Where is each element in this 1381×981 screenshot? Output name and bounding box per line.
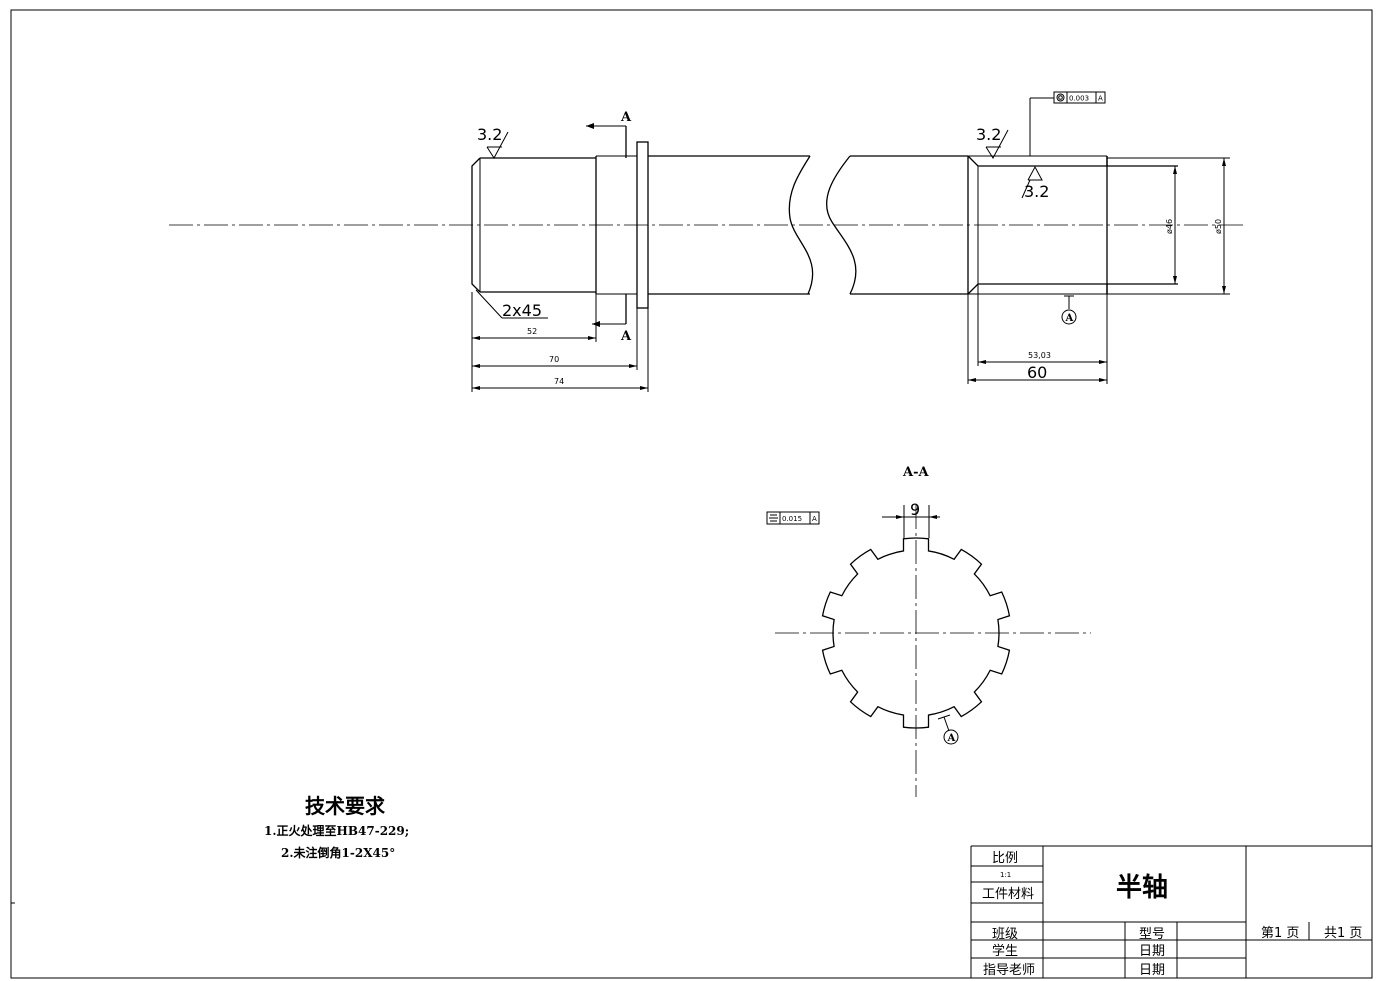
part-name: 半轴 — [1116, 873, 1168, 903]
dimension-74: 74 — [472, 308, 649, 392]
roughness-right-value: 3.2 — [976, 125, 1001, 144]
dimension-52: 52 — [471, 292, 597, 392]
requirement-item-2: 2.未注倒角1-2X45° — [281, 845, 395, 860]
sheet-total: 共1 页 — [1324, 926, 1362, 941]
dimension-5303-label: 53,03 — [1028, 351, 1051, 360]
dimension-60: 60 — [967, 294, 1107, 384]
dimension-52-label: 52 — [527, 327, 537, 336]
title-block: 比例 1:1 工件材料 半轴 班级 学生 指导老师 型号 日期 日期 第1 页 … — [970, 845, 1372, 978]
section-letter-bottom: A — [620, 329, 632, 344]
scale-label: 比例 — [992, 851, 1018, 866]
sheet-border — [10, 9, 1373, 979]
datum-symbol-section: A — [937, 714, 959, 745]
dimension-70-label: 70 — [549, 355, 559, 364]
teacher-label: 指导老师 — [983, 963, 1035, 978]
requirements-title: 技术要求 — [305, 794, 386, 818]
model-label: 型号 — [1139, 927, 1165, 942]
requirement-item-1: 1.正火处理至HB47-229; — [264, 823, 409, 838]
scale-value: 1:1 — [1000, 871, 1011, 879]
material-label: 工件材料 — [982, 887, 1034, 902]
concentricity-icon — [1056, 93, 1065, 102]
sheet-number: 第1 页 — [1261, 926, 1299, 941]
roughness-inner-value: 3.2 — [1024, 182, 1049, 201]
dimension-70: 70 — [472, 308, 638, 370]
spline-section — [775, 505, 1091, 797]
tolerance-section-value: 0.015 — [782, 515, 802, 523]
symmetry-icon — [769, 514, 778, 522]
section-mark-bottom: A — [592, 294, 632, 344]
technical-requirements: 技术要求 1.正火处理至HB47-229; 2.未注倒角1-2X45° — [264, 794, 409, 860]
section-letter-top: A — [620, 110, 632, 125]
section-title: A-A — [902, 465, 929, 480]
date-label-1: 日期 — [1139, 944, 1165, 959]
dimension-d46: ø46 — [1165, 166, 1177, 284]
chamfer-label: 2x45 — [502, 301, 542, 320]
datum-letter-shaft: A — [1065, 313, 1074, 324]
dimension-d50: ø50 — [1214, 158, 1226, 294]
datum-symbol-shaft: A — [1061, 295, 1077, 325]
roughness-symbol-right: 3.2 — [976, 125, 1009, 159]
roughness-left-value: 3.2 — [477, 125, 502, 144]
date-label-2: 日期 — [1139, 963, 1165, 978]
tolerance-top-value: 0.003 — [1069, 95, 1089, 103]
chamfer-callout: 2x45 — [475, 289, 548, 320]
dimension-9-label: 9 — [910, 500, 920, 519]
tolerance-frame-top: 0.003 A — [1029, 91, 1106, 156]
dimension-d50-label: ø50 — [1214, 219, 1223, 234]
roughness-symbol-inner: 3.2 — [1021, 165, 1049, 201]
spline-profile — [821, 537, 1011, 729]
class-label: 班级 — [992, 927, 1018, 942]
dimension-5303: 53,03 — [977, 284, 1108, 384]
section-mark-top: A — [586, 110, 632, 158]
student-label: 学生 — [992, 943, 1018, 959]
tolerance-top-datum: A — [1098, 95, 1103, 103]
datum-letter-section: A — [947, 733, 956, 744]
shaft-view — [169, 141, 1246, 309]
dimension-9: 9 — [882, 500, 940, 538]
roughness-symbol-left: 3.2 — [477, 125, 509, 159]
dimension-60-label: 60 — [1027, 363, 1047, 382]
dimension-d46-label: ø46 — [1165, 219, 1174, 234]
tolerance-section-datum: A — [812, 515, 817, 523]
tolerance-frame-section: 0.015 A — [766, 511, 820, 525]
dimension-74-label: 74 — [554, 377, 564, 386]
